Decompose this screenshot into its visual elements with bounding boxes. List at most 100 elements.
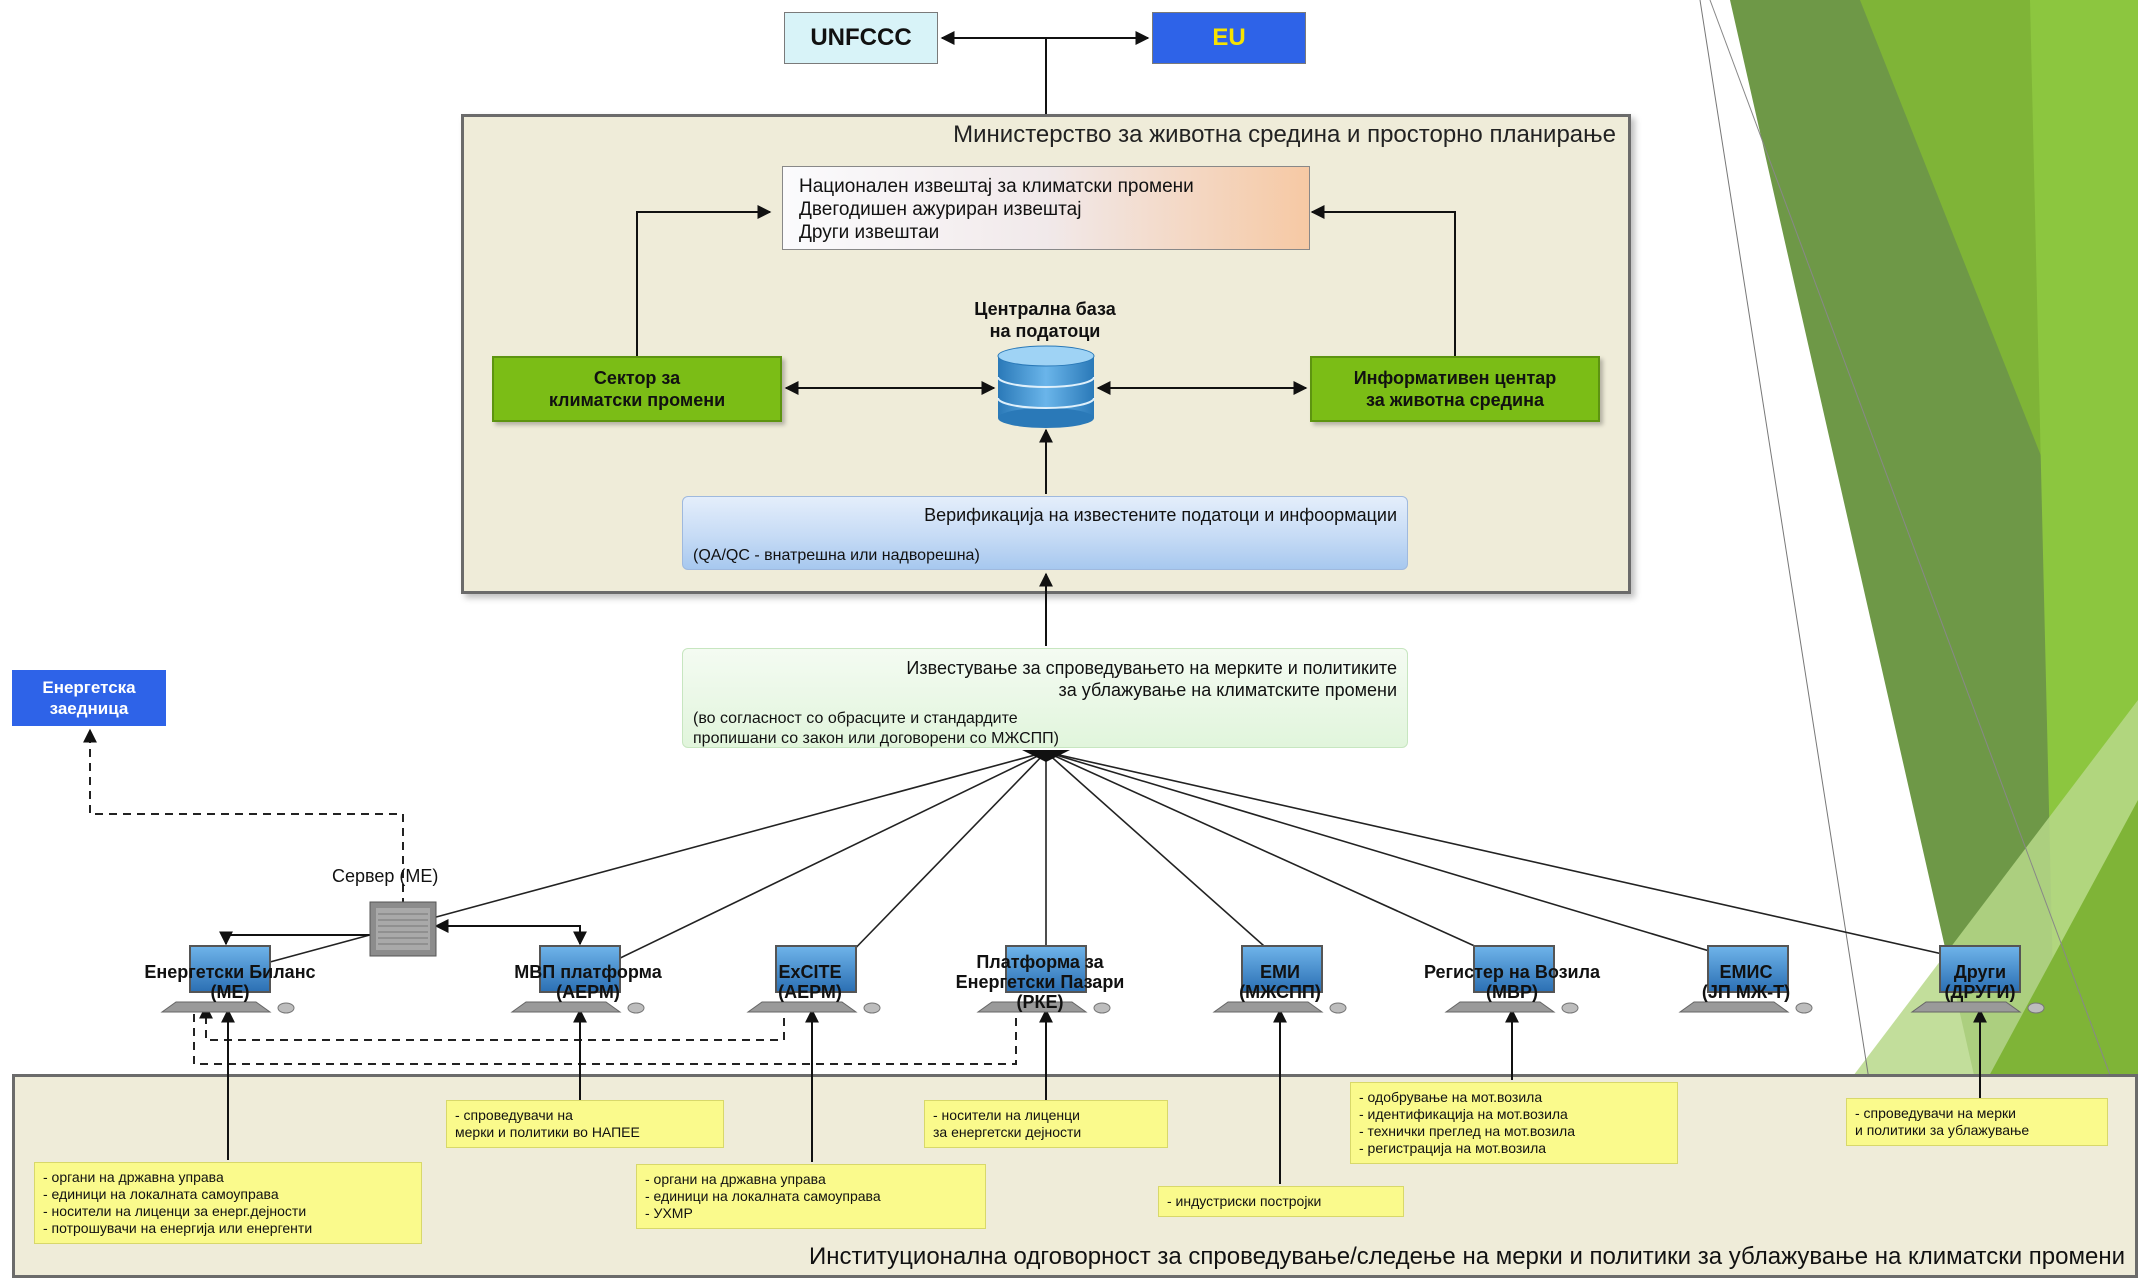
computer-icon <box>1910 945 2045 1014</box>
sector-line: Сектор за <box>593 368 681 388</box>
note-line: мерки и политики во НАПЕЕ <box>455 1124 640 1140</box>
reporting-title: Известување за спроведувањето на мерките… <box>906 657 1397 701</box>
energy-community-line: Енергетска <box>42 678 136 697</box>
arrow-server-to-mvp <box>436 925 587 946</box>
system-line: ЕМИ <box>1260 962 1300 982</box>
computer-icon <box>1678 945 1813 1014</box>
note-line: - УХМР <box>645 1205 693 1221</box>
national-reports-document: Национален извештај за климатски промени… <box>782 166 1310 250</box>
verification-subtitle: (QA/QC - внатрешна или надворешна) <box>693 547 980 564</box>
report-line: Двегодишен ажуриран извештај <box>799 199 1082 220</box>
system-others: Други (ДРУГИ) <box>1890 962 2070 1002</box>
bg-line-2 <box>1709 0 2138 1151</box>
note-emi: - индустриски постројки <box>1158 1186 1404 1217</box>
note-line: - органи на државна управа <box>43 1169 224 1185</box>
report-line: Национален извештај за климатски промени <box>799 176 1194 197</box>
bg-line-1 <box>1699 0 1901 1278</box>
environment-info-center-box: Информативен центар за животна средина <box>1310 356 1600 422</box>
system-line: (ЈП МЖ-Т) <box>1701 982 1791 1002</box>
system-line: (МВР) <box>1486 982 1538 1002</box>
arrow-sector-to-report <box>636 205 772 356</box>
computer-icon <box>510 945 645 1014</box>
computer-icon <box>1212 945 1347 1014</box>
system-line: ЕМИС <box>1719 962 1773 982</box>
reporting-subtitle: (во согласност со обрасците и стандардит… <box>693 709 1059 749</box>
system-line: Платформа за <box>976 952 1104 972</box>
note-line: - единици на локалната самоуправа <box>43 1186 279 1202</box>
unfccc-label: UNFCCC <box>810 24 912 51</box>
note-mvp-platform: - спроведувачи на мерки и политики во НА… <box>446 1100 724 1148</box>
arrow-server-to-energy-balance <box>219 931 370 946</box>
dashed-server-to-energy-community <box>83 728 404 920</box>
reporting-title-line: за ублажување на климатските промени <box>1058 680 1397 700</box>
fan-line <box>1045 751 1283 963</box>
note-line: - технички преглед на мот.возила <box>1359 1123 1575 1139</box>
fan-line <box>1045 751 1979 963</box>
note-line: - индустриски постројки <box>1167 1193 1322 1209</box>
server-icon <box>369 901 437 957</box>
note-energy-balance: - органи на државна управа - единици на … <box>34 1162 422 1244</box>
note-line: - одобрување на мот.возила <box>1359 1089 1543 1105</box>
reporting-sub-line: (во согласност со обрасците и стандардит… <box>693 710 1018 727</box>
db-label-line: на податоци <box>989 321 1101 341</box>
note-line: - носители на лиценци <box>933 1107 1080 1123</box>
verification-title: Верификација на известените податоци и и… <box>924 505 1397 525</box>
system-line: Енергетски Биланс <box>144 962 316 982</box>
note-line: - спроведувачи на <box>455 1107 573 1123</box>
report-line: Други извештаи <box>799 222 940 243</box>
note-line: - единици на локалната самоуправа <box>645 1188 881 1204</box>
system-line: (РКЕ) <box>1016 992 1064 1012</box>
note-excite: - органи на државна управа - единици на … <box>636 1164 986 1229</box>
reporting-box: Известување за спроведувањето на мерките… <box>682 648 1408 748</box>
system-line: (МЖСПП) <box>1239 982 1321 1002</box>
fan-line <box>841 751 1047 963</box>
system-line: (АЕРМ) <box>556 982 620 1002</box>
note-line: за енергетски дејности <box>933 1124 1082 1140</box>
reporting-sub-line: пропишани со закон или договорени со МЖС… <box>693 730 1059 747</box>
fan-lines <box>269 751 1979 963</box>
fan-arrowhead <box>1022 750 1070 762</box>
system-line: Други <box>1953 962 2007 982</box>
reporting-title-line: Известување за спроведувањето на мерките… <box>906 658 1397 678</box>
fan-line <box>1045 751 1511 963</box>
note-vehicle-register: - одобрување на мот.возила - идентификац… <box>1350 1082 1678 1164</box>
computer-icon <box>746 945 881 1014</box>
system-energy-markets-platform: Платформа за Енергетски Пазари (РКЕ) <box>920 952 1160 1012</box>
system-mvp-platform: МВП платформа (АЕРМ) <box>468 962 708 1002</box>
system-line: Регистер на Возила <box>1423 962 1601 982</box>
note-line: и политики за ублажување <box>1855 1122 2030 1138</box>
note-line: - спроведувачи на мерки <box>1855 1105 2016 1121</box>
system-energy-balance: Енергетски Биланс (МЕ) <box>110 962 350 1002</box>
system-line: (АЕРМ) <box>778 982 842 1002</box>
fan-line <box>1045 751 1747 963</box>
eu-label: EU <box>1212 24 1246 51</box>
system-emis: ЕМИС (ЈП МЖ-Т) <box>1656 962 1836 1002</box>
db-label-line: Централна база <box>974 299 1116 319</box>
note-energy-markets: - носители на лиценци за енергетски дејн… <box>924 1100 1168 1148</box>
system-emi: ЕМИ (МЖСПП) <box>1190 962 1370 1002</box>
note-others: - спроведувачи на мерки и политики за уб… <box>1846 1098 2108 1146</box>
system-excite: ExCITE (АЕРМ) <box>720 962 900 1002</box>
dashed-markets-to-balance <box>193 1004 1017 1065</box>
system-line: (ДРУГИ) <box>1944 982 2016 1002</box>
system-line: Енергетски Пазари <box>955 972 1125 992</box>
note-line: - идентификација на мот.возила <box>1359 1106 1568 1122</box>
system-line: ExCITE <box>778 962 842 982</box>
fan-line <box>611 751 1047 963</box>
eu-box: EU <box>1152 12 1306 64</box>
institutional-title: Институционална одговорност за спроведув… <box>809 1243 2125 1270</box>
database-icon <box>997 345 1095 428</box>
note-line: - регистрација на мот.возила <box>1359 1140 1547 1156</box>
system-line: МВП платформа <box>514 962 662 982</box>
arrow-infocenter-to-report <box>1310 205 1456 356</box>
note-line: - носители на лиценци за енерг.дејности <box>43 1203 307 1219</box>
computer-icon <box>160 945 295 1014</box>
server-label: Сервер (МЕ) <box>332 866 439 886</box>
ministry-title: Министерство за животна средина и просто… <box>953 121 1616 148</box>
energy-community-box: Енергетска заедница <box>12 670 166 726</box>
info-center-line: за животна средина <box>1365 390 1544 410</box>
unfccc-box: UNFCCC <box>784 12 938 64</box>
energy-community-line: заедница <box>49 699 129 718</box>
computer-icon <box>976 945 1111 1014</box>
